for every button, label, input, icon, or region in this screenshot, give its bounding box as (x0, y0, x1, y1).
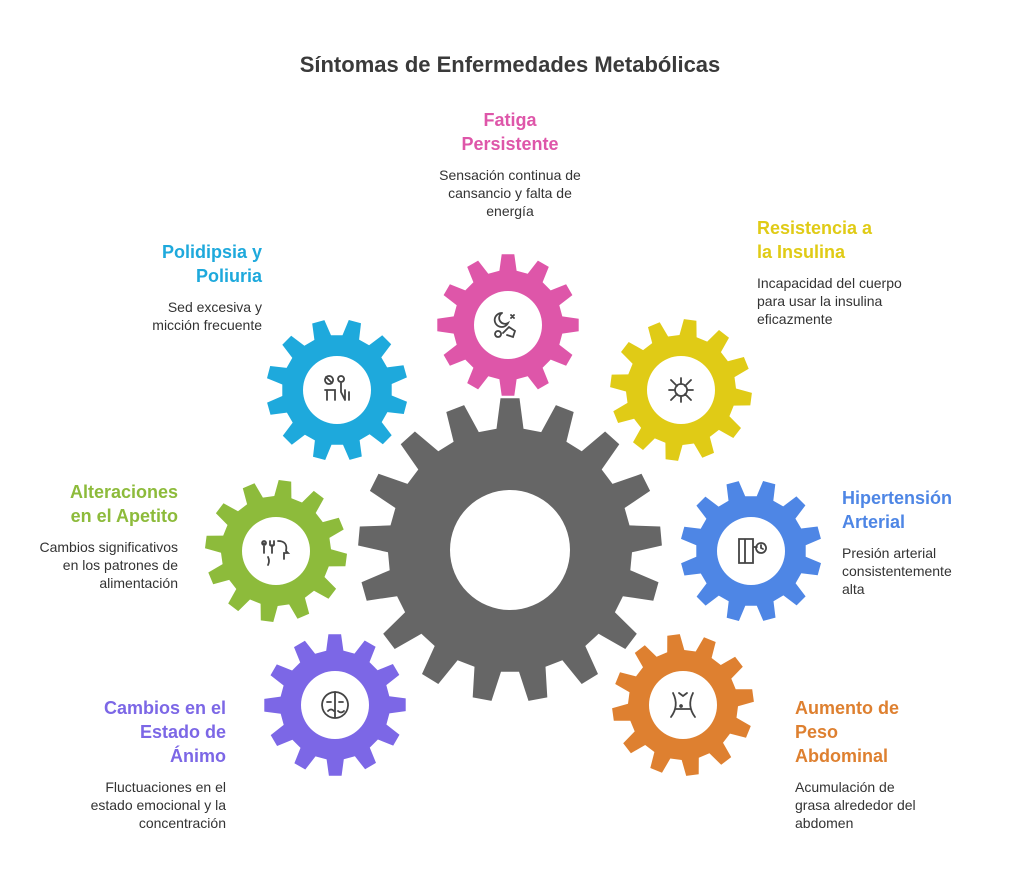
label-title: Alteraciones en el Apetito (69, 482, 178, 526)
label-desc: Sed excesiva y micción frecuente (152, 299, 262, 333)
waist-icon (670, 692, 696, 718)
label-animo: Cambios en el Estado de Ánimo Fluctuacio… (6, 696, 226, 832)
label-desc: Fluctuaciones en el estado emocional y l… (90, 779, 226, 831)
gear-apetito (205, 480, 347, 622)
mood-face-icon (321, 691, 349, 719)
label-title: Aumento de Peso Abdominal (795, 698, 900, 766)
gear-fatiga (437, 254, 579, 396)
label-resistencia: Resistencia a la Insulina Incapacidad de… (757, 216, 977, 328)
gear-hipertension (681, 481, 821, 621)
label-polidipsia: Polidipsia y Poliuria Sed excesiva y mic… (42, 240, 262, 334)
label-hipertension: Hipertensión Arterial Presión arterial c… (842, 486, 1020, 598)
label-title: Hipertensión Arterial (842, 488, 953, 532)
label-title: Cambios en el Estado de Ánimo (103, 698, 226, 766)
page-title: Síntomas de Enfermedades Metabólicas (299, 52, 721, 77)
sleep-fatigue-icon (493, 312, 517, 339)
label-desc: Cambios significativos en los patrones d… (39, 539, 179, 591)
gear-resistencia (610, 319, 752, 461)
gear-polidipsia (267, 320, 407, 460)
label-apetito: Alteraciones en el Apetito Cambios signi… (0, 480, 179, 592)
fork-head-icon (261, 540, 291, 566)
label-title: Polidipsia y Poliuria (161, 242, 262, 286)
gear-animo (264, 634, 406, 776)
blood-pressure-icon (738, 538, 767, 564)
label-desc: Acumulación de grasa alrededor del abdom… (795, 779, 916, 831)
center-gear (358, 398, 662, 701)
label-desc: Presión arterial consistentemente alta (842, 545, 952, 597)
label-desc: Incapacidad del cuerpo para usar la insu… (757, 275, 902, 327)
label-title: Resistencia a la Insulina (757, 218, 873, 262)
label-desc: Sensación continua de cansancio y falta … (439, 167, 581, 219)
label-title: Fatiga Persistente (461, 110, 559, 154)
gear-aumento (612, 634, 754, 776)
label-fatiga: Fatiga Persistente Sensación continua de… (400, 108, 620, 220)
cell-virus-icon (668, 377, 694, 403)
thirst-toilet-icon (324, 375, 350, 401)
label-aumento: Aumento de Peso Abdominal Acumulación de… (795, 696, 1015, 832)
